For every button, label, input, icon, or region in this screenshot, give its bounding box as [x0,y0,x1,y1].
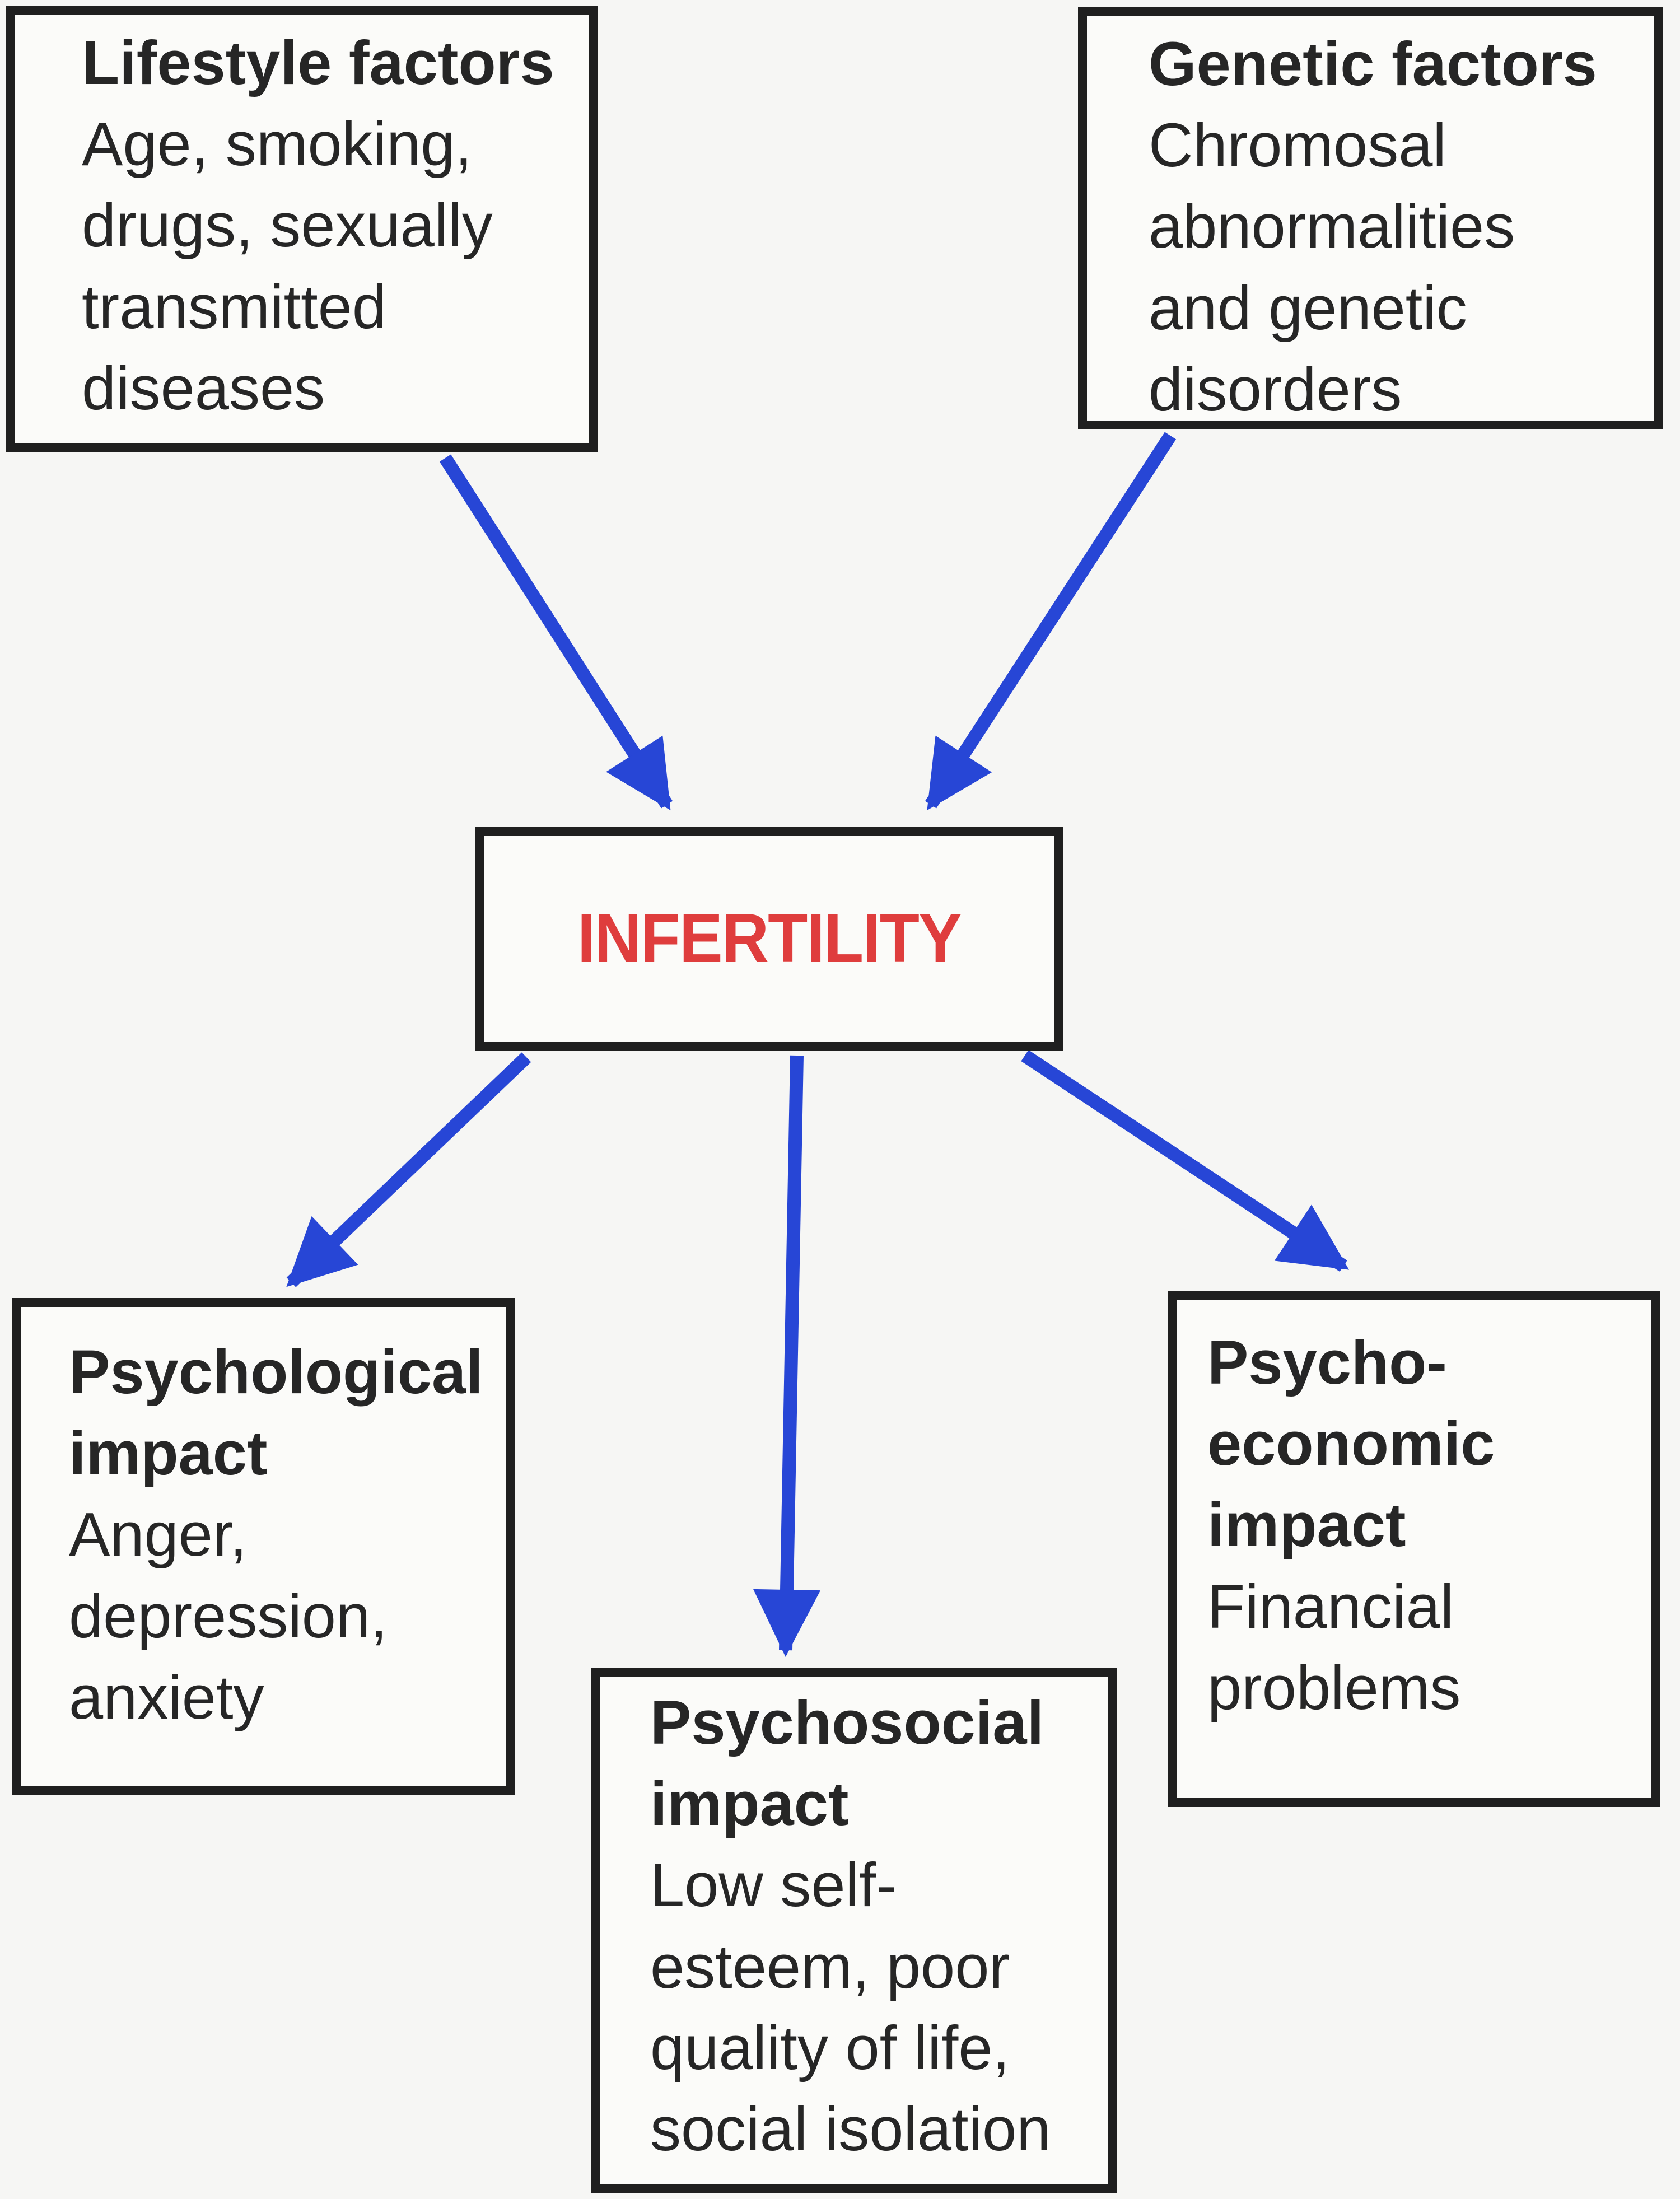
node-genetic-factors: Genetic factors Chromosal abnormalities … [1078,7,1663,429]
node-psychosocial-body: Low self- esteem, poor quality of life, … [650,1851,1051,2164]
node-genetic-body: Chromosal abnormalities and genetic diso… [1149,111,1515,424]
arrow-genetic-to-infertility-icon [925,432,1177,811]
arrow-infertility-to-psychological-icon [286,1052,531,1287]
node-psychoeconomic-title: Psycho- economic impact [1207,1328,1495,1560]
node-psychological-body: Anger, depression, anxiety [69,1500,388,1732]
node-lifestyle-factors: Lifestyle factors Age, smoking, drugs, s… [6,6,598,452]
node-psychological-title: Psychological impact [69,1338,483,1488]
arrow-lifestyle-to-infertility-icon [439,454,673,811]
infertility-label: INFERTILITY [577,900,962,978]
arrow-infertility-to-psychoeconomic-icon [1021,1049,1350,1272]
node-infertility: INFERTILITY [475,827,1063,1051]
node-psychological-impact: Psychological impact Anger, depression, … [12,1298,515,1795]
node-lifestyle-title: Lifestyle factors [82,29,554,97]
node-psychoeconomic-body: Financial problems [1207,1572,1461,1722]
arrow-infertility-to-psychosocial-icon [753,1055,821,1657]
node-psychosocial-title: Psychosocial impact [650,1688,1044,1839]
node-genetic-title: Genetic factors [1149,30,1597,99]
node-lifestyle-body: Age, smoking, drugs, sexually transmitte… [82,110,493,423]
node-psychoeconomic-impact: Psycho- economic impact Financial proble… [1168,1291,1660,1807]
node-psychosocial-impact: Psychosocial impact Low self- esteem, po… [591,1668,1117,2193]
